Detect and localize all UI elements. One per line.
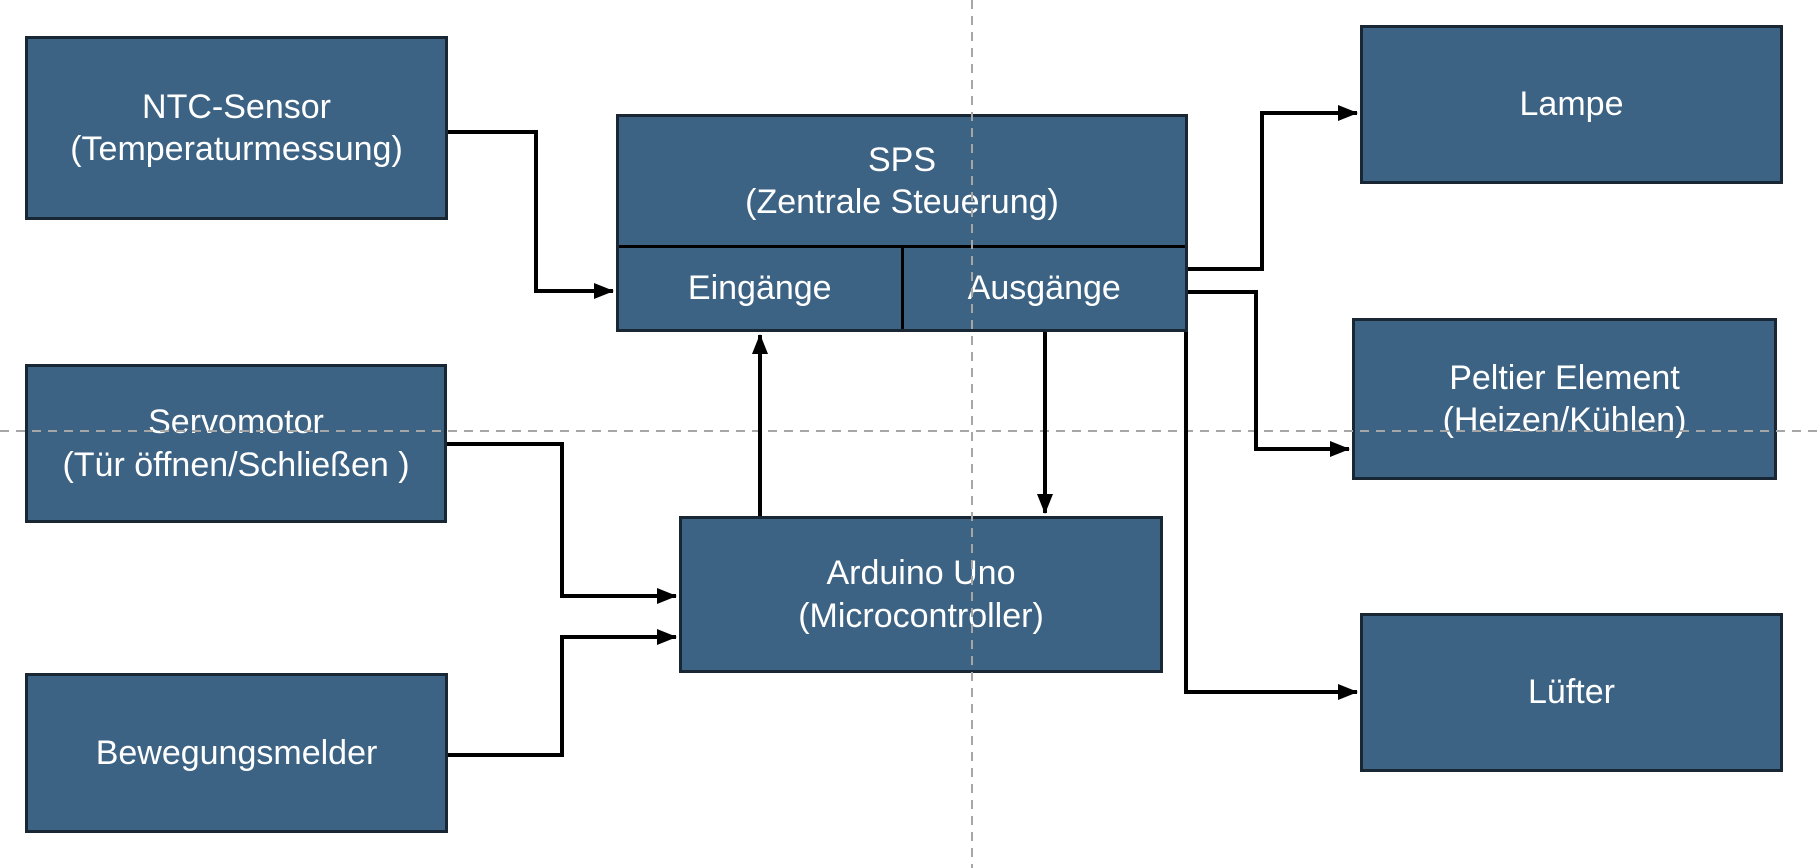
box-arduino: Arduino Uno (Microcontroller) <box>679 516 1163 673</box>
ntc-sensor-line1: NTC-Sensor <box>142 87 331 126</box>
ntc-sensor-label: NTC-Sensor (Temperaturmessung) <box>70 86 403 171</box>
sps-line1: SPS <box>867 140 937 179</box>
box-bewegungsmelder: Bewegungsmelder <box>25 673 448 833</box>
connector-ausgaenge-to-peltier <box>1188 290 1350 457</box>
servomotor-label: Servomotor (Tür öffnen/Schließen ) <box>62 401 409 486</box>
arduino-line1: Arduino Uno <box>826 554 1016 592</box>
bewegungsmelder-line1: Bewegungsmelder <box>95 733 378 772</box>
peltier-line1: Peltier Element <box>1449 358 1680 397</box>
connector-ntc-to-eingaenge <box>448 130 614 299</box>
box-servomotor: Servomotor (Tür öffnen/Schließen ) <box>25 364 447 523</box>
box-peltier: Peltier Element (Heizen/Kühlen) <box>1352 318 1777 480</box>
box-ntc-sensor: NTC-Sensor (Temperaturmessung) <box>25 36 448 220</box>
peltier-label: Peltier Element (Heizen/Kühlen) <box>1443 357 1687 442</box>
sps-cell-ausgaenge: Ausgänge <box>904 248 1186 329</box>
sps-line2: (Zentrale Steuerung) <box>745 183 1059 221</box>
peltier-line2: (Heizen/Kühlen) <box>1442 401 1687 439</box>
sps-label: SPS (Zentrale Steuerung) <box>745 139 1059 224</box>
sps-header: SPS (Zentrale Steuerung) <box>619 117 1185 248</box>
connector-servomotor-to-arduino <box>447 442 677 604</box>
sps-eingaenge-label: Eingänge <box>687 269 832 308</box>
box-lampe: Lampe <box>1360 25 1783 184</box>
sps-io-row: Eingänge Ausgänge <box>619 248 1185 329</box>
ntc-sensor-line2: (Temperaturmessung) <box>70 130 403 168</box>
connector-ausgaenge-to-luefter <box>1184 332 1358 700</box>
connector-bewegungsmelder-to-arduino <box>448 629 677 757</box>
servomotor-line1: Servomotor <box>148 403 324 441</box>
bewegungsmelder-label: Bewegungsmelder <box>96 732 378 775</box>
luefter-line1: Lüfter <box>1528 673 1615 712</box>
sps-ausgaenge-label: Ausgänge <box>967 269 1121 308</box>
sps-cell-eingaenge: Eingänge <box>619 248 904 329</box>
lampe-line1: Lampe <box>1519 85 1624 124</box>
arduino-label: Arduino Uno (Microcontroller) <box>798 552 1044 637</box>
box-sps: SPS (Zentrale Steuerung) Eingänge Ausgän… <box>616 114 1188 332</box>
box-luefter: Lüfter <box>1360 613 1783 772</box>
servomotor-line2: (Tür öffnen/Schließen ) <box>62 445 410 484</box>
luefter-label: Lüfter <box>1528 671 1615 714</box>
lampe-label: Lampe <box>1520 83 1624 126</box>
connector-ausgaenge-to-lampe <box>1188 105 1358 271</box>
arduino-line2: (Microcontroller) <box>798 596 1044 635</box>
